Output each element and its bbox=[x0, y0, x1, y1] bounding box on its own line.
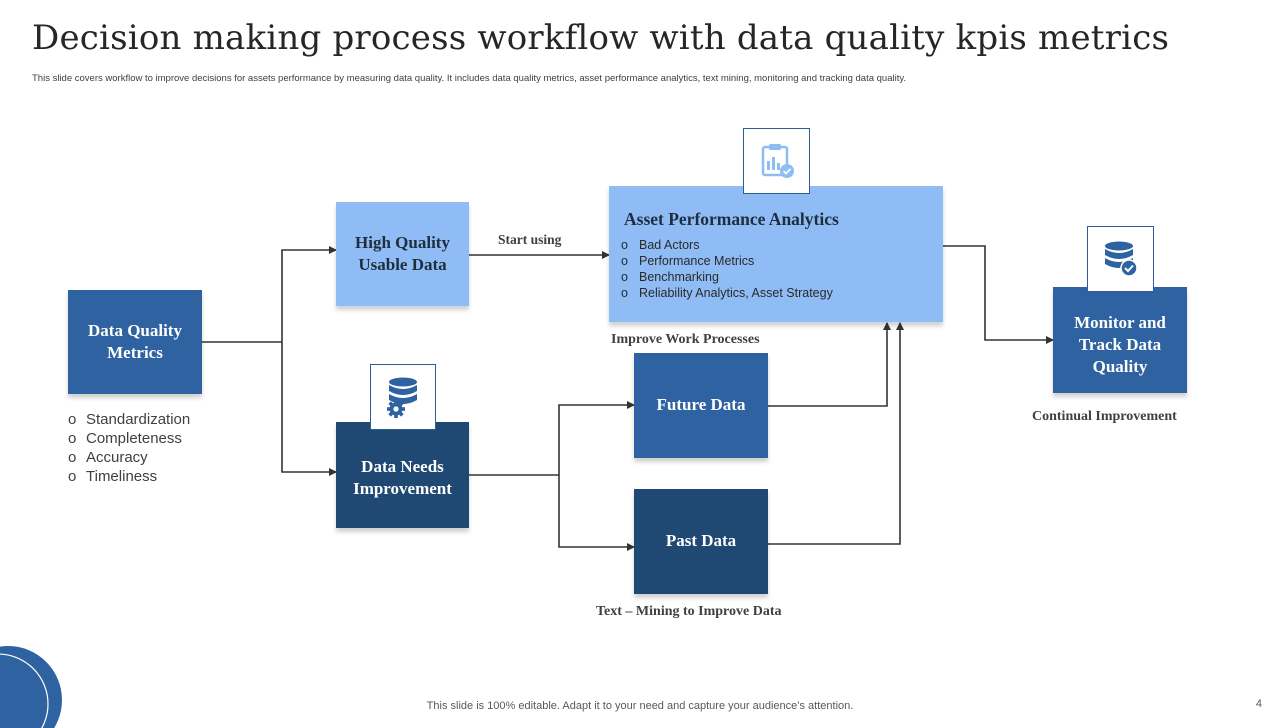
node-high-quality-data: High Quality Usable Data bbox=[336, 202, 469, 306]
connector-to-data-needs bbox=[281, 342, 337, 476]
node-monitor-track-label: Monitor and Track Data Quality bbox=[1074, 312, 1166, 377]
connector-to-future-data bbox=[558, 401, 635, 475]
connector-past-to-asset bbox=[768, 322, 904, 545]
label-start-using: Start using bbox=[498, 232, 562, 247]
page-number: 4 bbox=[1255, 698, 1262, 710]
asset-list-item: Performance Metrics bbox=[621, 253, 833, 269]
asset-list-item: Reliability Analytics, Asset Strategy bbox=[621, 285, 833, 301]
connector-future-to-asset bbox=[768, 322, 891, 407]
corner-decoration bbox=[0, 646, 62, 728]
slide-title: Decision making process workflow with da… bbox=[32, 18, 1170, 58]
asset-performance-list: Bad Actors Performance Metrics Benchmark… bbox=[621, 237, 833, 301]
clipboard-chart-icon bbox=[761, 144, 794, 178]
node-asset-performance: Asset Performance Analytics Bad Actors P… bbox=[609, 186, 943, 322]
node-future-data: Future Data bbox=[634, 353, 768, 458]
label-improve-work-processes: Improve Work Processes bbox=[611, 332, 760, 347]
asset-list-item: Benchmarking bbox=[621, 269, 833, 285]
slide-footer: This slide is 100% editable. Adapt it to… bbox=[426, 700, 854, 712]
node-data-quality-metrics: Data Quality Metrics bbox=[68, 290, 202, 394]
node-future-data-label: Future Data bbox=[656, 395, 746, 415]
metrics-list-item: Timeliness bbox=[68, 467, 190, 486]
data-needs-icon-tile bbox=[370, 364, 436, 430]
asset-list-item: Bad Actors bbox=[621, 237, 833, 253]
connector-to-past-data bbox=[558, 475, 635, 551]
metrics-list-item: Completeness bbox=[68, 429, 190, 448]
node-data-quality-metrics-label: Data Quality Metrics bbox=[88, 320, 182, 362]
metrics-list-item: Standardization bbox=[68, 410, 190, 429]
label-continual-improvement: Continual Improvement bbox=[1032, 409, 1177, 424]
connector-to-high-quality bbox=[281, 246, 337, 342]
database-gear-icon bbox=[387, 377, 417, 418]
metrics-list: Standardization Completeness Accuracy Ti… bbox=[68, 410, 190, 486]
node-data-needs-improvement: Data Needs Improvement bbox=[336, 422, 469, 528]
label-text-mining: Text – Mining to Improve Data bbox=[596, 604, 782, 619]
slide-subtitle: This slide covers workflow to improve de… bbox=[32, 73, 907, 84]
node-high-quality-data-label: High Quality Usable Data bbox=[355, 232, 450, 274]
database-check-icon bbox=[1104, 241, 1138, 277]
node-past-data-label: Past Data bbox=[665, 531, 737, 551]
node-past-data: Past Data bbox=[634, 489, 768, 594]
asset-performance-title: Asset Performance Analytics bbox=[624, 209, 839, 229]
node-monitor-track: Monitor and Track Data Quality bbox=[1053, 287, 1187, 393]
connector-asset-to-monitor bbox=[943, 245, 1054, 344]
metrics-list-item: Accuracy bbox=[68, 448, 190, 467]
asset-icon-tile bbox=[743, 128, 810, 194]
node-data-needs-improvement-label: Data Needs Improvement bbox=[353, 456, 452, 498]
monitor-icon-tile bbox=[1087, 226, 1154, 292]
